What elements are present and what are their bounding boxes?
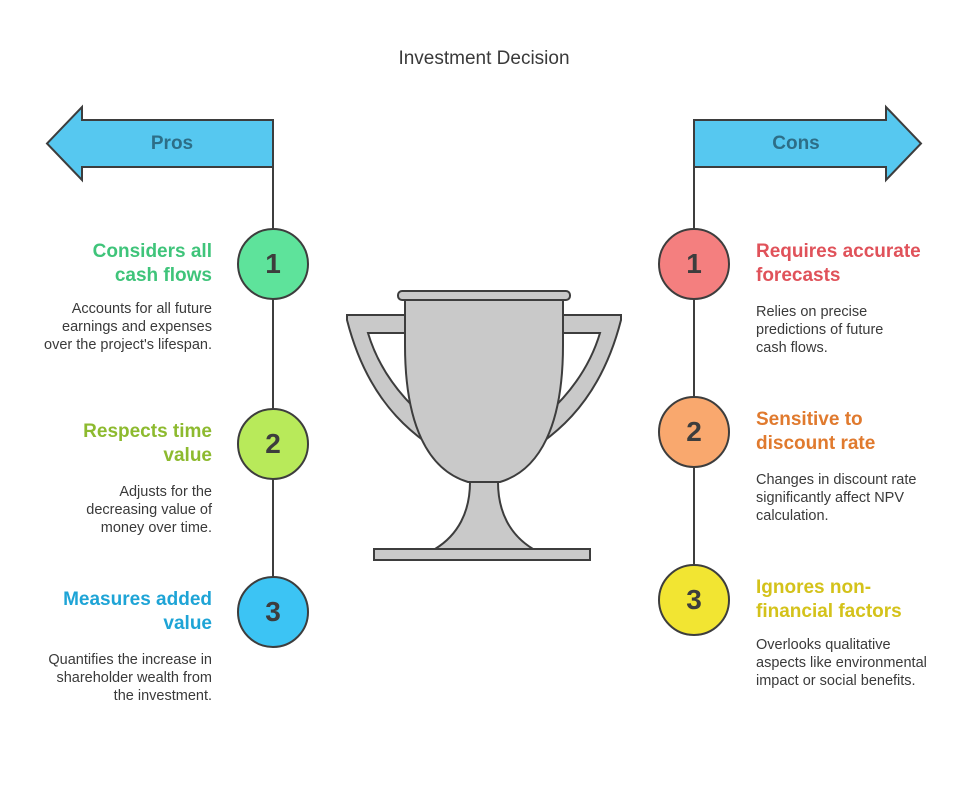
cons-description-3: Overlooks qualitative aspects like envir… [756, 637, 927, 689]
cons-heading-3: Ignores non-financial factors [756, 577, 902, 622]
cons-circle-1 [658, 228, 730, 300]
cons-arrow [693, 104, 923, 183]
pros-label: Pros [150, 133, 194, 154]
pros-heading-2: Respects time value [83, 421, 212, 466]
cons-heading-2: Sensitive to discount rate [756, 409, 876, 454]
cons-description-1: Relies on precise predictions of future … [756, 304, 884, 356]
cons-number-2: 2 [686, 416, 702, 447]
pros-number-3: 3 [265, 596, 281, 627]
pros-description-3: Quantifies the increase in shareholder w… [48, 652, 212, 704]
pros-heading-3: Measures added value [63, 589, 212, 634]
cons-label: Cons [772, 133, 820, 154]
cons-circle-2 [658, 396, 730, 468]
trophy-icon [346, 290, 622, 561]
pros-arrow [45, 104, 274, 183]
pros-number-2: 2 [265, 428, 281, 459]
pros-description-1: Accounts for all future earnings and exp… [44, 301, 212, 353]
pros-circle-2 [237, 408, 309, 480]
pros-number-1: 1 [265, 248, 281, 279]
cons-heading-1: Requires accurate forecasts [756, 241, 921, 286]
pros-circle-1 [237, 228, 309, 300]
cons-circle-3 [658, 564, 730, 636]
cons-description-2: Changes in discount rate significantly a… [756, 472, 917, 524]
cons-number-3: 3 [686, 584, 702, 615]
cons-number-1: 1 [686, 248, 702, 279]
page-title: Investment Decision [398, 48, 570, 69]
pros-description-2: Adjusts for the decreasing value of mone… [86, 484, 212, 536]
pros-circle-3 [237, 576, 309, 648]
pros-heading-1: Considers all cash flows [92, 241, 212, 286]
